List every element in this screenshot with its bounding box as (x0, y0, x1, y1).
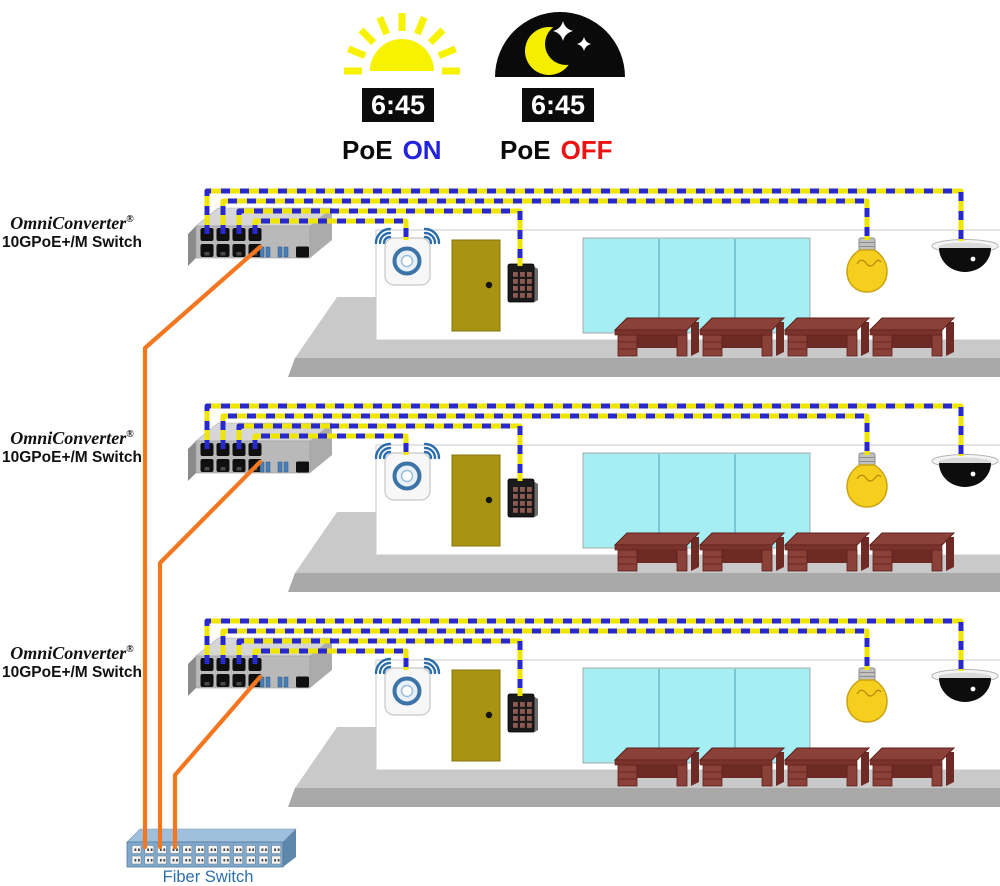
fiber-uplink-cables (142, 244, 263, 850)
poe-on-state: ON (403, 135, 442, 165)
floor-2-brand: OmniConverter® (10, 428, 134, 448)
floor-3-model: 10GPoE+/M Switch (2, 664, 142, 681)
sun-icon (344, 13, 460, 75)
poe-on-prefix: PoE (342, 135, 393, 165)
fiber-switch (126, 828, 297, 868)
floor-1-brand: OmniConverter® (10, 213, 134, 233)
moon-stars-icon (495, 12, 625, 77)
schedule-header: 6:45 6:45 PoE ON PoE OFF (342, 12, 625, 165)
floor-1: OmniConverter® 10GPoE+/M Switch (2, 191, 1000, 377)
day-time-text: 6:45 (371, 90, 425, 120)
fiber-cable-floor-1 (142, 244, 263, 850)
poe-on-time: 6:45 (362, 88, 434, 122)
poe-off-status: PoE OFF (500, 135, 613, 165)
floor-1-model: 10GPoE+/M Switch (2, 234, 142, 251)
floor-3-scene (188, 621, 1000, 807)
fiber-cable-floor-2 (157, 459, 263, 850)
floor-2-scene (188, 406, 1000, 592)
floor-2: OmniConverter® 10GPoE+/M Switch (2, 406, 1000, 592)
fiber-switch-label: Fiber Switch (163, 868, 254, 886)
poe-off-prefix: PoE (500, 135, 551, 165)
poe-off-time: 6:45 (522, 88, 594, 122)
floor-2-model: 10GPoE+/M Switch (2, 449, 142, 466)
night-time-text: 6:45 (531, 90, 585, 120)
floor-3-brand: OmniConverter® (10, 643, 134, 663)
floor-1-scene (188, 191, 1000, 377)
poe-off-state: OFF (561, 135, 613, 165)
fiber-cable-floor-3 (172, 674, 263, 850)
floor-3: OmniConverter® 10GPoE+/M Switch (2, 621, 1000, 807)
poe-on-status: PoE ON (342, 135, 442, 165)
